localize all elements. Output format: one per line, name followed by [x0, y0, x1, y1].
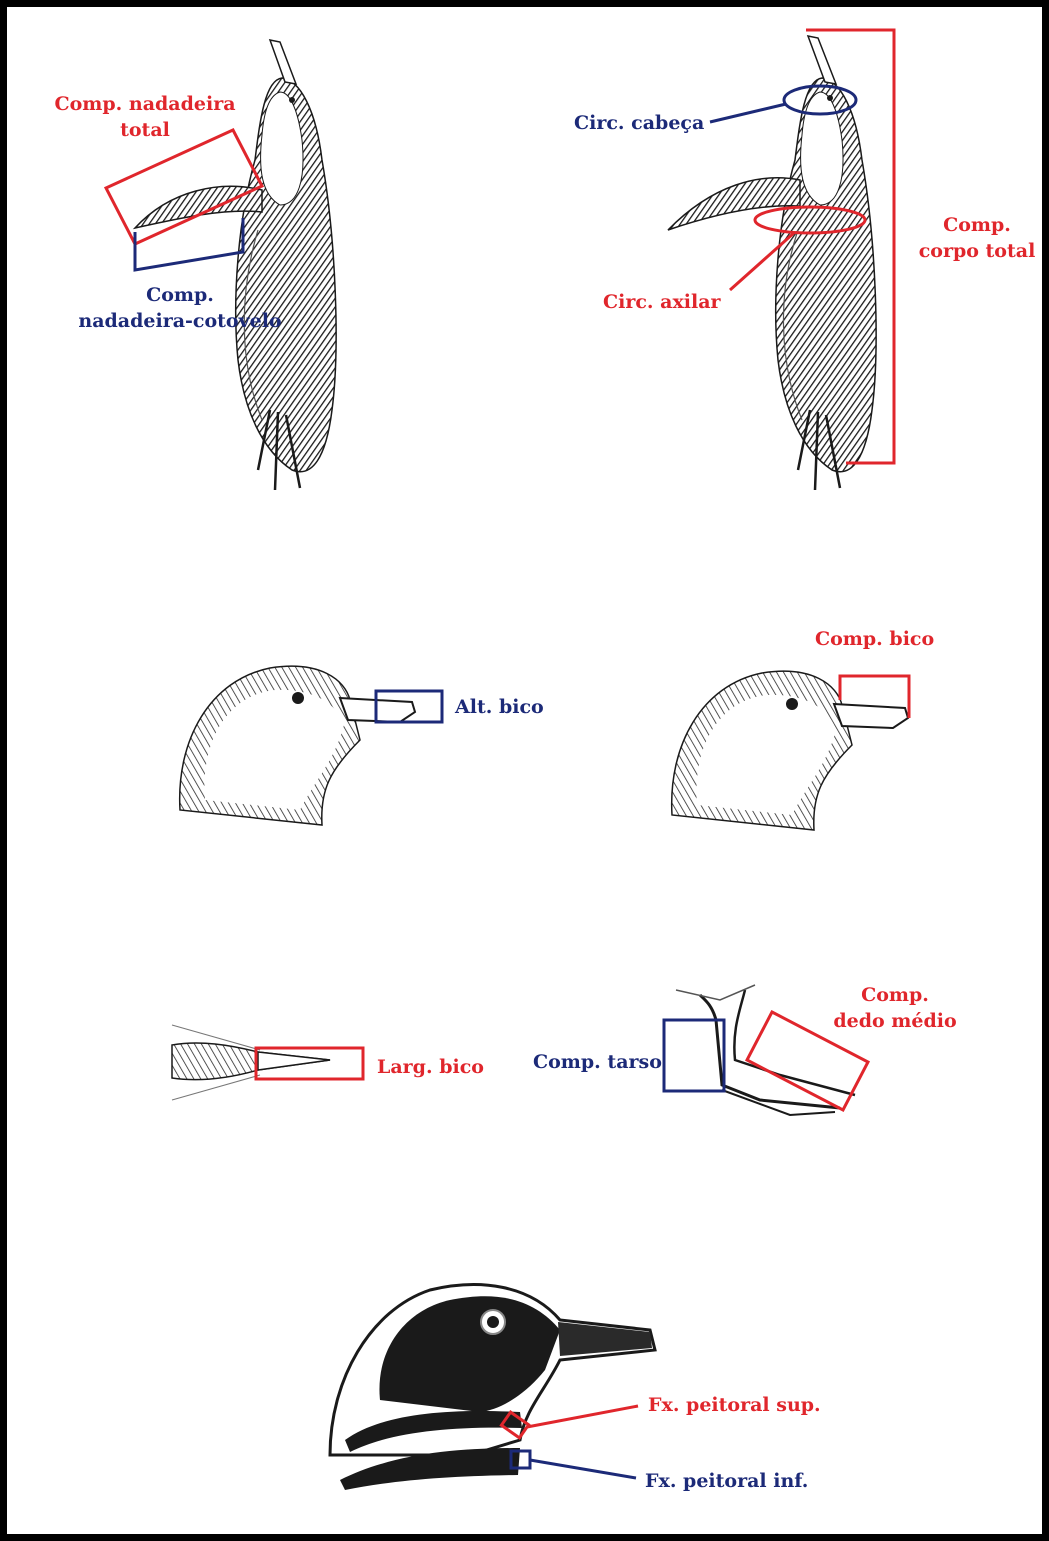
tarsus-length-box: [664, 1020, 724, 1091]
flipper-elbow-bracket: [135, 218, 243, 270]
lower-band-label: Fx. peitoral inf.: [645, 1468, 808, 1494]
middle-toe-label-line2: dedo médio: [830, 1008, 960, 1034]
upper-band-label: Fx. peitoral sup.: [648, 1392, 821, 1418]
middle-toe-label: Comp. dedo médio: [830, 982, 960, 1034]
penguin-foot: [676, 985, 855, 1115]
flipper-elbow-label-line1: Comp.: [70, 282, 290, 308]
bill-top-view: [172, 1025, 330, 1100]
body-length-label-line2: corpo total: [912, 238, 1042, 264]
flipper-total-label-line1: Comp. nadadeira: [50, 91, 240, 117]
flipper-total-label-line2: total: [50, 117, 240, 143]
body-length-label-line1: Comp.: [912, 212, 1042, 238]
axillary-circumference-label: Circ. axilar: [603, 289, 721, 315]
penguin-head-right: [672, 671, 908, 830]
tarsus-length-label: Comp. tarso: [533, 1049, 662, 1075]
bill-width-label: Larg. bico: [377, 1054, 484, 1080]
bill-height-label: Alt. bico: [455, 694, 544, 720]
flipper-total-label: Comp. nadadeira total: [50, 91, 240, 143]
penguin-head-bands: [330, 1285, 655, 1490]
body-length-label: Comp. corpo total: [912, 212, 1042, 264]
bill-length-label: Comp. bico: [815, 626, 934, 652]
flipper-elbow-label: Comp. nadadeira-cotovelo: [70, 282, 290, 334]
flipper-elbow-label-line2: nadadeira-cotovelo: [70, 308, 290, 334]
penguin-body-right: [668, 36, 876, 490]
middle-toe-label-line1: Comp.: [830, 982, 960, 1008]
head-circumference-label: Circ. cabeça: [574, 110, 704, 136]
